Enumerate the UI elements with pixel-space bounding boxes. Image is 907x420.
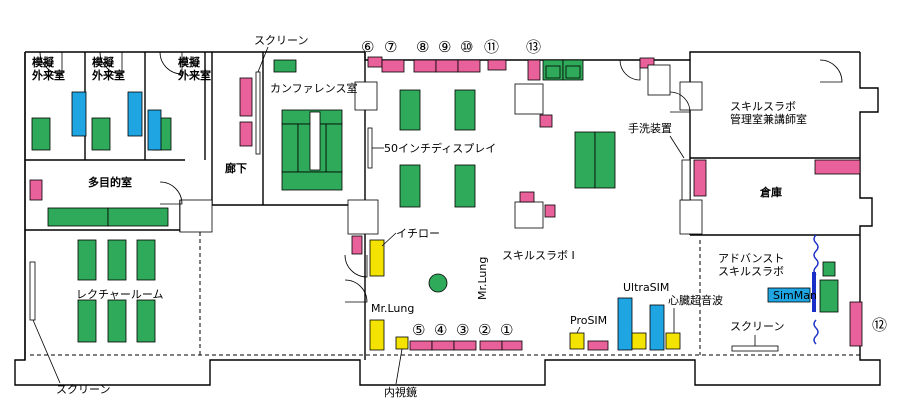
pillars bbox=[179, 81, 703, 235]
prosim-label: ProSIM bbox=[570, 314, 607, 327]
skills-lab-label: スキルスラボ Ⅰ bbox=[502, 249, 575, 262]
doors bbox=[39, 51, 843, 303]
sinks-label: 手洗装置 bbox=[628, 121, 672, 135]
mock-outpatient-furniture bbox=[31, 91, 172, 151]
display-label: 50インチディスプレイ bbox=[384, 141, 496, 155]
mock-outpatient-label-1: 模擬外来室 bbox=[31, 55, 65, 82]
screen-label-advanced: スクリーン bbox=[730, 320, 784, 333]
mr-lung-vertical-label: Mr.Lung bbox=[476, 257, 489, 300]
office-label: スキルスラボ管理室兼講師室 bbox=[730, 100, 807, 126]
room-labels: 模擬外来室 模擬外来室 模擬外来室 多目的室 レクチャールーム 廊下 カンファレ… bbox=[31, 55, 807, 301]
screen-label-lecture: スクリーン bbox=[56, 383, 110, 396]
station-5: ⑤ bbox=[412, 321, 425, 339]
station-4: ④ bbox=[434, 321, 447, 339]
station-8: ⑧ bbox=[416, 38, 429, 56]
simman-label: SimMan bbox=[773, 289, 817, 302]
mr-lung-label: Mr.Lung bbox=[371, 302, 414, 315]
station-7: ⑦ bbox=[384, 38, 397, 56]
ultrasim-label: UltraSIM bbox=[623, 281, 669, 294]
ichiro-label: イチロー bbox=[396, 227, 440, 240]
lecture-furniture bbox=[29, 239, 156, 343]
skills-lab-furniture bbox=[351, 56, 681, 351]
station-12: ⑫ bbox=[872, 316, 887, 334]
station-1: ① bbox=[500, 321, 513, 339]
interior-walls bbox=[25, 52, 860, 360]
lecture-label: レクチャールーム bbox=[76, 288, 164, 301]
screen-label-corridor: スクリーン bbox=[254, 34, 308, 47]
station-6: ⑥ bbox=[361, 38, 374, 56]
cardiac-echo-label: 心臓超音波 bbox=[668, 293, 723, 307]
station-11: ⑪ bbox=[484, 38, 499, 56]
advanced-lab-label: アドバンストスキルスラボ bbox=[718, 252, 784, 278]
station-10: ⑩ bbox=[460, 38, 473, 56]
station-2: ② bbox=[478, 321, 491, 339]
station-3: ③ bbox=[456, 321, 469, 339]
station-numbers: ⑥ ⑦ ⑧ ⑨ ⑩ ⑪ ⑬ ⑤ ④ ③ ② ① ⑫ bbox=[361, 38, 887, 339]
conference-label: カンファレンス室 bbox=[270, 81, 357, 95]
equipment-labels: スクリーン スクリーン スクリーン 50インチディスプレイ イチロー Mr.Lu… bbox=[32, 34, 817, 399]
station-13: ⑬ bbox=[526, 38, 541, 56]
right-room-furniture bbox=[681, 159, 863, 352]
mock-outpatient-label-2: 模擬外来室 bbox=[91, 55, 125, 82]
storage-label: 倉庫 bbox=[759, 185, 782, 199]
endoscope-label: 内視鏡 bbox=[384, 385, 417, 399]
multipurpose-furniture bbox=[29, 179, 169, 227]
conference-furniture bbox=[281, 109, 343, 191]
station-9: ⑨ bbox=[438, 38, 451, 56]
corridor-label: 廊下 bbox=[225, 161, 247, 175]
mock-outpatient-label-3: 模擬外来室 bbox=[177, 55, 211, 82]
multipurpose-label: 多目的室 bbox=[88, 175, 132, 189]
